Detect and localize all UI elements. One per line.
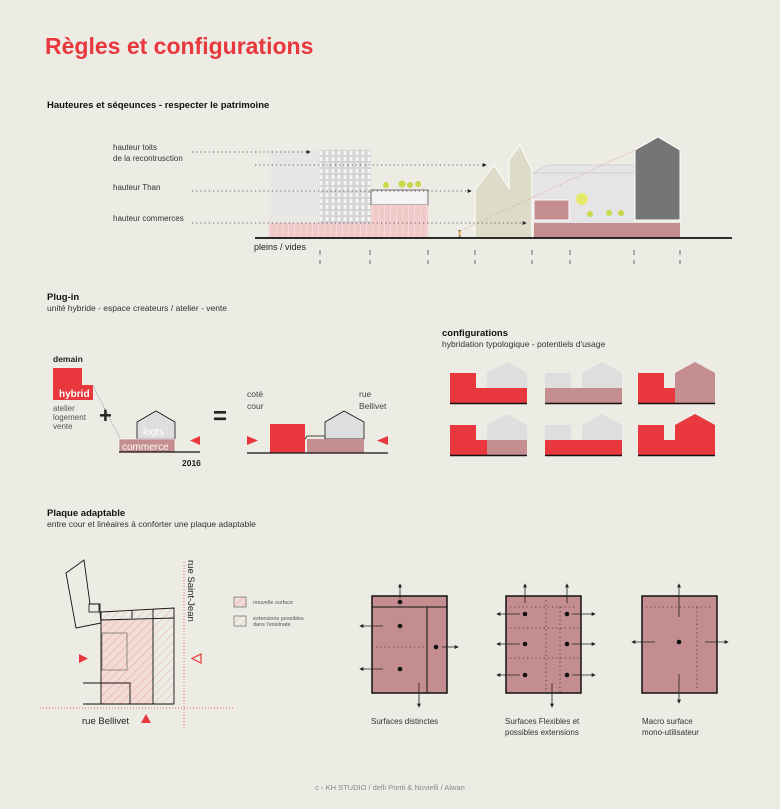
legend-new-surface: nouvelle surface	[253, 600, 293, 606]
plan-label: Surfaces distinctes	[371, 717, 438, 726]
config-volume	[675, 362, 715, 403]
config-volume	[675, 414, 715, 455]
legend-extensions: extensions possibles	[253, 616, 304, 622]
label-courtyard: coté	[247, 389, 263, 399]
label-commerce: hauteur commerces	[113, 214, 184, 223]
triangle-up-icon	[141, 714, 151, 723]
label-commerce: commerce	[122, 442, 169, 453]
legend-swatch-new	[233, 596, 247, 608]
triangle-left-icon	[190, 436, 200, 445]
heights-section: Hauteures et séqeunces - respecter le pa…	[47, 100, 732, 264]
configuration-thumbnail	[450, 414, 527, 457]
pink-base	[534, 223, 680, 238]
triangle-left-outline-icon	[190, 653, 202, 664]
dark-building	[634, 136, 681, 221]
configuration-thumbnail	[545, 362, 622, 405]
section-heading-heights: Hauteures et séqeunces - respecter le pa…	[47, 100, 269, 111]
hybrid-block	[53, 368, 93, 400]
section-subtitle-plugin: unité hybride - espace createurs / ateli…	[47, 303, 227, 313]
label-year: 2016	[182, 458, 201, 468]
page-title: Règles et configurations	[45, 33, 313, 59]
plan-label: Surfaces Flexibles et	[505, 717, 580, 726]
label-housing: logts	[143, 427, 164, 438]
plan-label: mono-utilisateur	[642, 728, 699, 737]
label-use: vente	[53, 422, 73, 431]
tree-icon	[576, 193, 588, 205]
equals-sign: =	[213, 403, 227, 430]
plan-label: possibles extensions	[505, 728, 579, 737]
plate-section: Plaque adaptable entre cour et linéaires…	[40, 508, 729, 737]
configurations-grid	[450, 362, 715, 457]
triangle-right-icon	[79, 654, 88, 663]
configuration-thumbnail	[545, 414, 622, 457]
label-street-vertical: rue Saint-Jean	[185, 560, 196, 622]
triangle-right-icon	[247, 436, 258, 445]
axis-label: pleins / vides	[254, 242, 307, 252]
legend-swatch-extension	[233, 615, 247, 627]
ticks	[319, 250, 681, 264]
label-use: atelier	[53, 404, 75, 413]
label-roofs: hauteur toits	[113, 143, 157, 152]
label-tomorrow: demain	[53, 354, 83, 364]
section-subtitle-plate: entre cour et linéaires à conforter une …	[47, 519, 256, 529]
config-volume	[450, 373, 527, 403]
config-volume	[545, 425, 571, 440]
label-street: Bellivet	[359, 401, 387, 411]
label-street: rue	[359, 389, 372, 399]
person-icon: 🚶	[455, 229, 465, 239]
reconstruction-building	[320, 150, 371, 223]
label-roofs-2: de la recontrusction	[113, 154, 183, 163]
configurations-subtitle: hybridation typologique - potentiels d'u…	[442, 339, 606, 349]
label-than: hauteur Than	[113, 183, 160, 192]
section-heading-plate: Plaque adaptable	[47, 508, 125, 519]
configuration-thumbnail	[450, 362, 527, 405]
configuration-thumbnail	[638, 362, 715, 405]
church	[474, 144, 533, 239]
plan-flexible-surfaces: Surfaces Flexibles et possibles extensio…	[496, 583, 596, 737]
commerce-base	[269, 223, 428, 238]
label-street-horizontal: rue Bellivet	[82, 716, 129, 727]
footer-credits: c - KH STUDIO / delli Ponti & Novielli /…	[315, 783, 465, 792]
existing-building	[65, 559, 102, 629]
section-heading-plugin: Plug-in	[47, 292, 79, 303]
configurations-heading: configurations	[442, 328, 508, 339]
triangle-left-icon	[377, 436, 388, 445]
than-commerce	[371, 205, 428, 223]
config-volume	[545, 373, 571, 388]
label-use: logement	[53, 413, 87, 422]
trees-icon	[383, 180, 421, 188]
than-upper	[370, 189, 429, 206]
configuration-thumbnail	[638, 414, 715, 457]
label-courtyard: cour	[247, 401, 264, 411]
config-volume	[487, 440, 527, 455]
config-volume	[545, 388, 622, 403]
legend-extensions-2: dans l'existnate	[253, 622, 291, 628]
config-volume	[545, 440, 622, 455]
label-hybrid: hybrid	[59, 389, 90, 400]
plus-sign: +	[99, 403, 112, 428]
plan-distinct-surfaces: Surfaces distinctes	[359, 583, 459, 726]
plan-macro-surface: Macro surface mono-utilisateur	[631, 583, 729, 737]
plan-label: Macro surface	[642, 717, 693, 726]
pink-upper	[533, 199, 570, 221]
plugin-section: Plug-in unité hybride - espace createurs…	[47, 292, 715, 468]
